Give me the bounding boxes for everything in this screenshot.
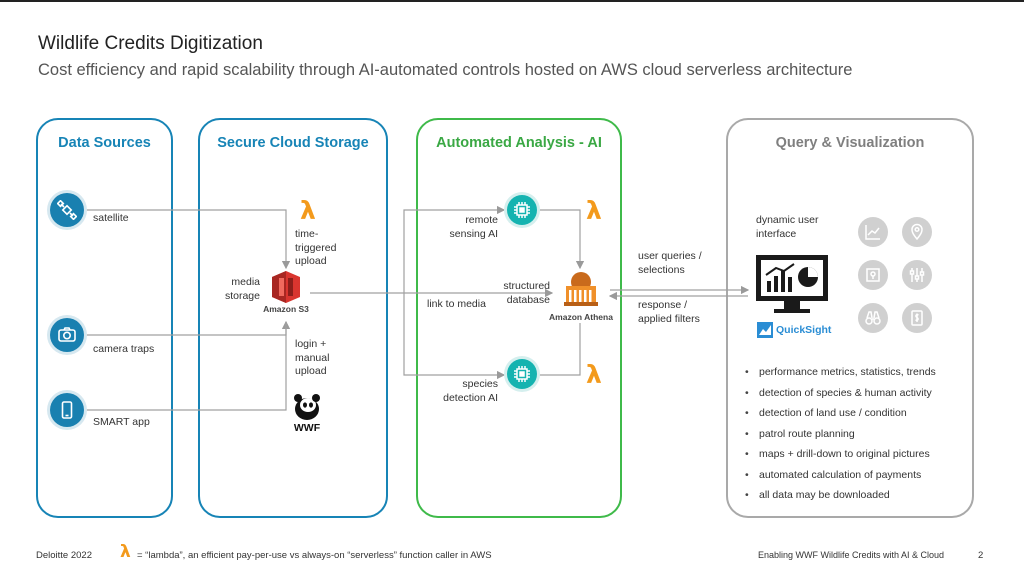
binoculars-icon bbox=[858, 303, 888, 333]
map-grid-icon bbox=[858, 260, 888, 290]
lambda-icon: λ bbox=[586, 196, 602, 225]
amazon-s3-label: Amazon S3 bbox=[263, 304, 309, 314]
payment-icon bbox=[902, 303, 932, 333]
smart-app-label: SMART app bbox=[93, 416, 150, 428]
camera-icon bbox=[50, 318, 84, 352]
slide-subtitle: Cost efficiency and rapid scalability th… bbox=[38, 61, 853, 79]
data-sources-panel bbox=[36, 118, 173, 518]
amazon-athena-icon bbox=[560, 268, 602, 308]
lambda-icon: λ bbox=[120, 542, 131, 562]
list-item: patrol route planning bbox=[745, 428, 936, 449]
query-visualization-panel bbox=[726, 118, 974, 518]
smartphone-icon bbox=[50, 393, 84, 427]
quicksight-label: QuickSight bbox=[776, 324, 832, 336]
media-storage-label: media storage bbox=[224, 276, 260, 302]
lambda-icon: λ bbox=[586, 360, 602, 389]
features-list: performance metrics, statistics, trends … bbox=[745, 366, 936, 510]
secure-cloud-storage-panel bbox=[198, 118, 388, 518]
dashboard-monitor-icon bbox=[754, 253, 830, 315]
link-to-media-label: link to media bbox=[427, 298, 486, 310]
list-item: maps + drill-down to original pictures bbox=[745, 448, 936, 469]
automated-analysis-title: Automated Analysis - AI bbox=[436, 135, 602, 151]
satellite-icon bbox=[50, 193, 84, 227]
species-detection-ai-label: species detection AI bbox=[443, 378, 498, 404]
list-item: detection of species & human activity bbox=[745, 387, 936, 408]
amazon-athena-label: Amazon Athena bbox=[549, 312, 613, 322]
page-number: 2 bbox=[978, 550, 984, 561]
automated-analysis-panel bbox=[416, 118, 622, 518]
lambda-icon: λ bbox=[300, 196, 316, 225]
footer-left: Deloitte 2022 bbox=[36, 550, 92, 561]
secure-cloud-storage-title: Secure Cloud Storage bbox=[217, 135, 369, 151]
list-item: automated calculation of payments bbox=[745, 469, 936, 490]
dynamic-user-interface-label: dynamic user interface bbox=[756, 214, 819, 240]
ai-chip-icon bbox=[507, 195, 537, 225]
slide-title: Wildlife Credits Digitization bbox=[38, 33, 263, 54]
sliders-icon bbox=[902, 260, 932, 290]
remote-sensing-ai-label: remote sensing AI bbox=[449, 214, 498, 240]
location-pin-icon bbox=[902, 217, 932, 247]
camera-traps-label: camera traps bbox=[93, 343, 155, 355]
amazon-s3-icon bbox=[270, 270, 302, 304]
structured-database-label: structured database bbox=[503, 280, 550, 306]
wwf-label: WWF bbox=[293, 422, 321, 434]
quicksight-icon bbox=[757, 322, 773, 338]
manual-upload-label: login + manual upload bbox=[295, 338, 330, 377]
query-visualization-title: Query & Visualization bbox=[775, 135, 925, 151]
lambda-note: = “lambda”, an efficient pay-per-use vs … bbox=[137, 550, 492, 561]
data-sources-title: Data Sources bbox=[58, 135, 151, 151]
user-queries-label: user queries / selections bbox=[638, 250, 702, 276]
ai-chip-icon bbox=[507, 359, 537, 389]
wwf-panda-logo bbox=[291, 393, 323, 421]
top-rule bbox=[0, 0, 1024, 2]
satellite-label: satellite bbox=[93, 212, 129, 224]
footer-right: Enabling WWF Wildlife Credits with AI & … bbox=[758, 550, 945, 560]
time-triggered-upload-label: time- triggered upload bbox=[295, 228, 337, 267]
response-label: response / applied filters bbox=[638, 299, 700, 325]
list-item: detection of land use / condition bbox=[745, 407, 936, 428]
list-item: all data may be downloaded bbox=[745, 489, 936, 510]
list-item: performance metrics, statistics, trends bbox=[745, 366, 936, 387]
line-chart-icon bbox=[858, 217, 888, 247]
